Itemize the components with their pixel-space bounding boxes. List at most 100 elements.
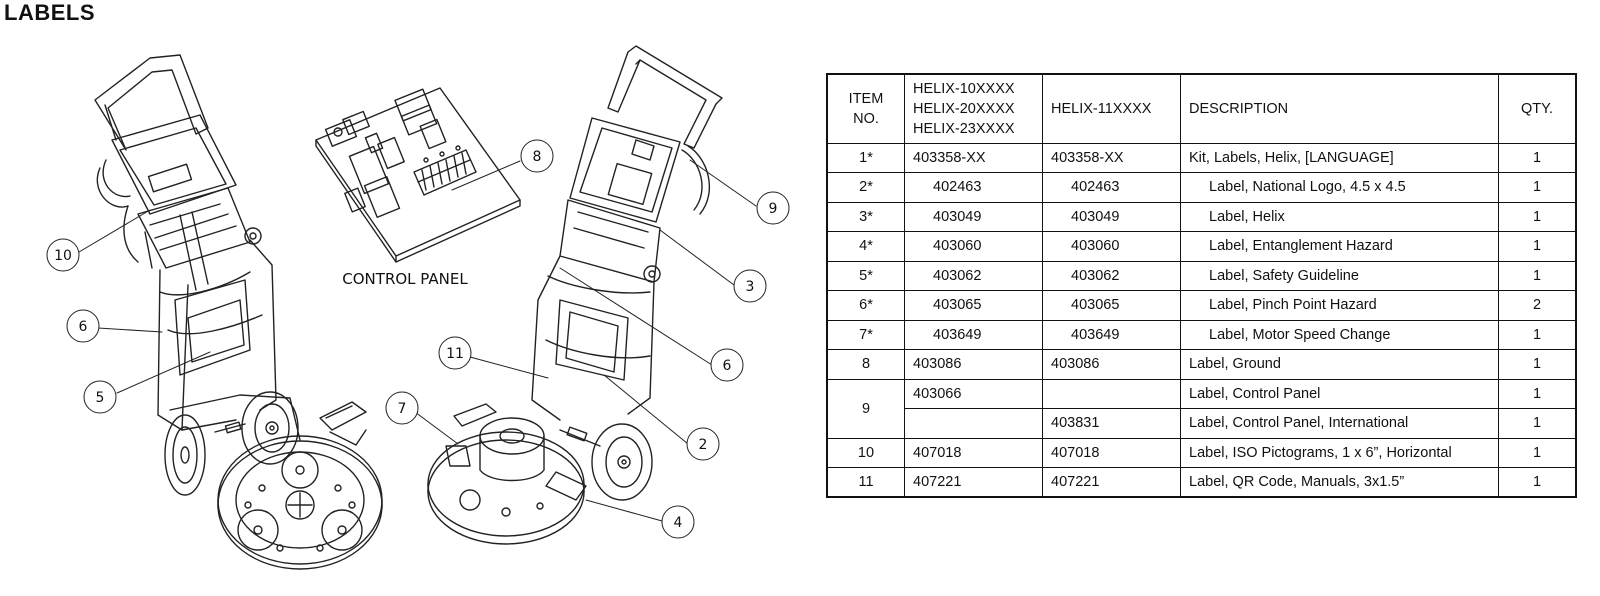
cell-description: Label, Pinch Point Hazard bbox=[1180, 290, 1499, 321]
cell-part-a: 403358-XX bbox=[904, 142, 1043, 173]
callout-6-right bbox=[710, 348, 744, 382]
cell-part-b bbox=[1042, 378, 1181, 409]
cell-part-b: 403060 bbox=[1042, 231, 1181, 262]
cell-qty: 1 bbox=[1498, 408, 1577, 439]
callout-text-11: 11 bbox=[446, 346, 464, 362]
control-panel-caption: CONTROL PANEL bbox=[342, 270, 468, 288]
table-row: 10 407018 407018 Label, ISO Pictograms, … bbox=[826, 437, 1577, 468]
cell-part-b: 403062 bbox=[1042, 260, 1181, 291]
table-row: 5* 403062 403062 Label, Safety Guideline… bbox=[826, 260, 1577, 291]
callout-4 bbox=[661, 505, 695, 539]
cell-part-a: 403086 bbox=[904, 349, 1043, 380]
callout-text-4: 4 bbox=[674, 515, 683, 531]
callout-3 bbox=[733, 269, 767, 303]
cell-part-b: 403649 bbox=[1042, 319, 1181, 350]
table-row: 1* 403358-XX 403358-XX Kit, Labels, Heli… bbox=[826, 142, 1577, 173]
cell-part-a: 402463 bbox=[904, 172, 1043, 203]
cell-part-b: 403086 bbox=[1042, 349, 1181, 380]
header-item-no: ITEM NO. bbox=[826, 73, 905, 144]
control-panel-illustration bbox=[315, 87, 521, 263]
cell-part-a: 403065 bbox=[904, 290, 1043, 321]
callout-2 bbox=[686, 427, 720, 461]
callout-text-9: 9 bbox=[769, 201, 778, 217]
cell-part-b: 403065 bbox=[1042, 290, 1181, 321]
cell-part-b: 403831 bbox=[1042, 408, 1181, 439]
header-qty: QTY. bbox=[1498, 73, 1577, 144]
table-row: 7* 403649 403649 Label, Motor Speed Chan… bbox=[826, 319, 1577, 350]
callout-11 bbox=[438, 336, 472, 370]
cell-qty: 1 bbox=[1498, 349, 1577, 380]
page-title: LABELS bbox=[4, 0, 95, 25]
cell-qty: 2 bbox=[1498, 290, 1577, 321]
cell-description: Label, Ground bbox=[1180, 349, 1499, 380]
cell-description: Label, QR Code, Manuals, 3x1.5” bbox=[1180, 467, 1499, 498]
header-description: DESCRIPTION bbox=[1180, 73, 1499, 144]
cell-description: Label, Control Panel, International bbox=[1180, 408, 1499, 439]
table-header-row: ITEM NO. HELIX-10XXXX HELIX-20XXXX HELIX… bbox=[826, 73, 1577, 144]
cell-part-a: 403060 bbox=[904, 231, 1043, 262]
cell-part-a: 403062 bbox=[904, 260, 1043, 291]
cell-part-b: 403049 bbox=[1042, 201, 1181, 232]
table-row: 11 407221 407221 Label, QR Code, Manuals… bbox=[826, 467, 1577, 498]
callout-8 bbox=[520, 139, 554, 173]
machine-label-diagram: 10 6 5 8 11 7 9 3 6 2 4 CONTROL PANEL bbox=[46, 45, 790, 570]
callout-text-10: 10 bbox=[54, 248, 72, 264]
left-grinder-illustration bbox=[94, 54, 383, 570]
right-grinder-illustration bbox=[427, 45, 723, 545]
cell-part-b: 403358-XX bbox=[1042, 142, 1181, 173]
table-row: 2* 402463 402463 Label, National Logo, 4… bbox=[826, 172, 1577, 203]
cell-item: 4* bbox=[826, 231, 905, 262]
table-row: 4* 403060 403060 Label, Entanglement Haz… bbox=[826, 231, 1577, 262]
callout-leader-lines bbox=[78, 159, 757, 522]
cell-item: 8 bbox=[826, 349, 905, 380]
cell-description: Label, ISO Pictograms, 1 x 6”, Horizonta… bbox=[1180, 437, 1499, 468]
cell-part-a bbox=[904, 408, 1043, 439]
table-row: 8 403086 403086 Label, Ground 1 bbox=[826, 349, 1577, 380]
cell-item: 10 bbox=[826, 437, 905, 468]
cell-item: 7* bbox=[826, 319, 905, 350]
cell-qty: 1 bbox=[1498, 319, 1577, 350]
cell-part-a: 407018 bbox=[904, 437, 1043, 468]
callout-text-6-left: 6 bbox=[79, 319, 88, 335]
cell-item: 6* bbox=[826, 290, 905, 321]
cell-part-b: 407018 bbox=[1042, 437, 1181, 468]
table-row: 9 403066 Label, Control Panel 1 bbox=[826, 378, 1577, 439]
callout-5 bbox=[83, 380, 117, 414]
table-row: 403831 Label, Control Panel, Internation… bbox=[827, 408, 1577, 439]
cell-part-a: 403049 bbox=[904, 201, 1043, 232]
callout-text-7: 7 bbox=[398, 401, 407, 417]
cell-qty: 1 bbox=[1498, 231, 1577, 262]
cell-item: 1* bbox=[826, 142, 905, 173]
callout-6-left bbox=[66, 309, 100, 343]
cell-qty: 1 bbox=[1498, 467, 1577, 498]
callout-text-8: 8 bbox=[533, 149, 542, 165]
cell-qty: 1 bbox=[1498, 142, 1577, 173]
callout-10 bbox=[46, 238, 80, 272]
header-model-a: HELIX-10XXXX HELIX-20XXXX HELIX-23XXXX bbox=[904, 73, 1043, 144]
cell-description: Label, Motor Speed Change bbox=[1180, 319, 1499, 350]
cell-item: 11 bbox=[826, 467, 905, 498]
callout-9 bbox=[756, 191, 790, 225]
cell-qty: 1 bbox=[1498, 437, 1577, 468]
cell-item: 5* bbox=[826, 260, 905, 291]
cell-item: 2* bbox=[826, 172, 905, 203]
cell-description: Label, Control Panel bbox=[1180, 378, 1499, 409]
cell-description: Label, Entanglement Hazard bbox=[1180, 231, 1499, 262]
table-row: 6* 403065 403065 Label, Pinch Point Haza… bbox=[826, 290, 1577, 321]
cell-part-b: 402463 bbox=[1042, 172, 1181, 203]
table-row: 3* 403049 403049 Label, Helix 1 bbox=[826, 201, 1577, 232]
callout-text-6-right: 6 bbox=[723, 358, 732, 374]
cell-description: Label, Helix bbox=[1180, 201, 1499, 232]
cell-description: Kit, Labels, Helix, [LANGUAGE] bbox=[1180, 142, 1499, 173]
cell-part-a: 403066 bbox=[904, 378, 1043, 409]
cell-description: Label, Safety Guideline bbox=[1180, 260, 1499, 291]
cell-item: 3* bbox=[826, 201, 905, 232]
header-model-b: HELIX-11XXXX bbox=[1042, 73, 1181, 144]
cell-qty: 1 bbox=[1498, 378, 1577, 409]
callout-7 bbox=[385, 391, 419, 425]
callout-text-5: 5 bbox=[96, 390, 105, 406]
cell-part-a: 403649 bbox=[904, 319, 1043, 350]
cell-qty: 1 bbox=[1498, 201, 1577, 232]
cell-part-a: 407221 bbox=[904, 467, 1043, 498]
callout-text-3: 3 bbox=[746, 279, 755, 295]
